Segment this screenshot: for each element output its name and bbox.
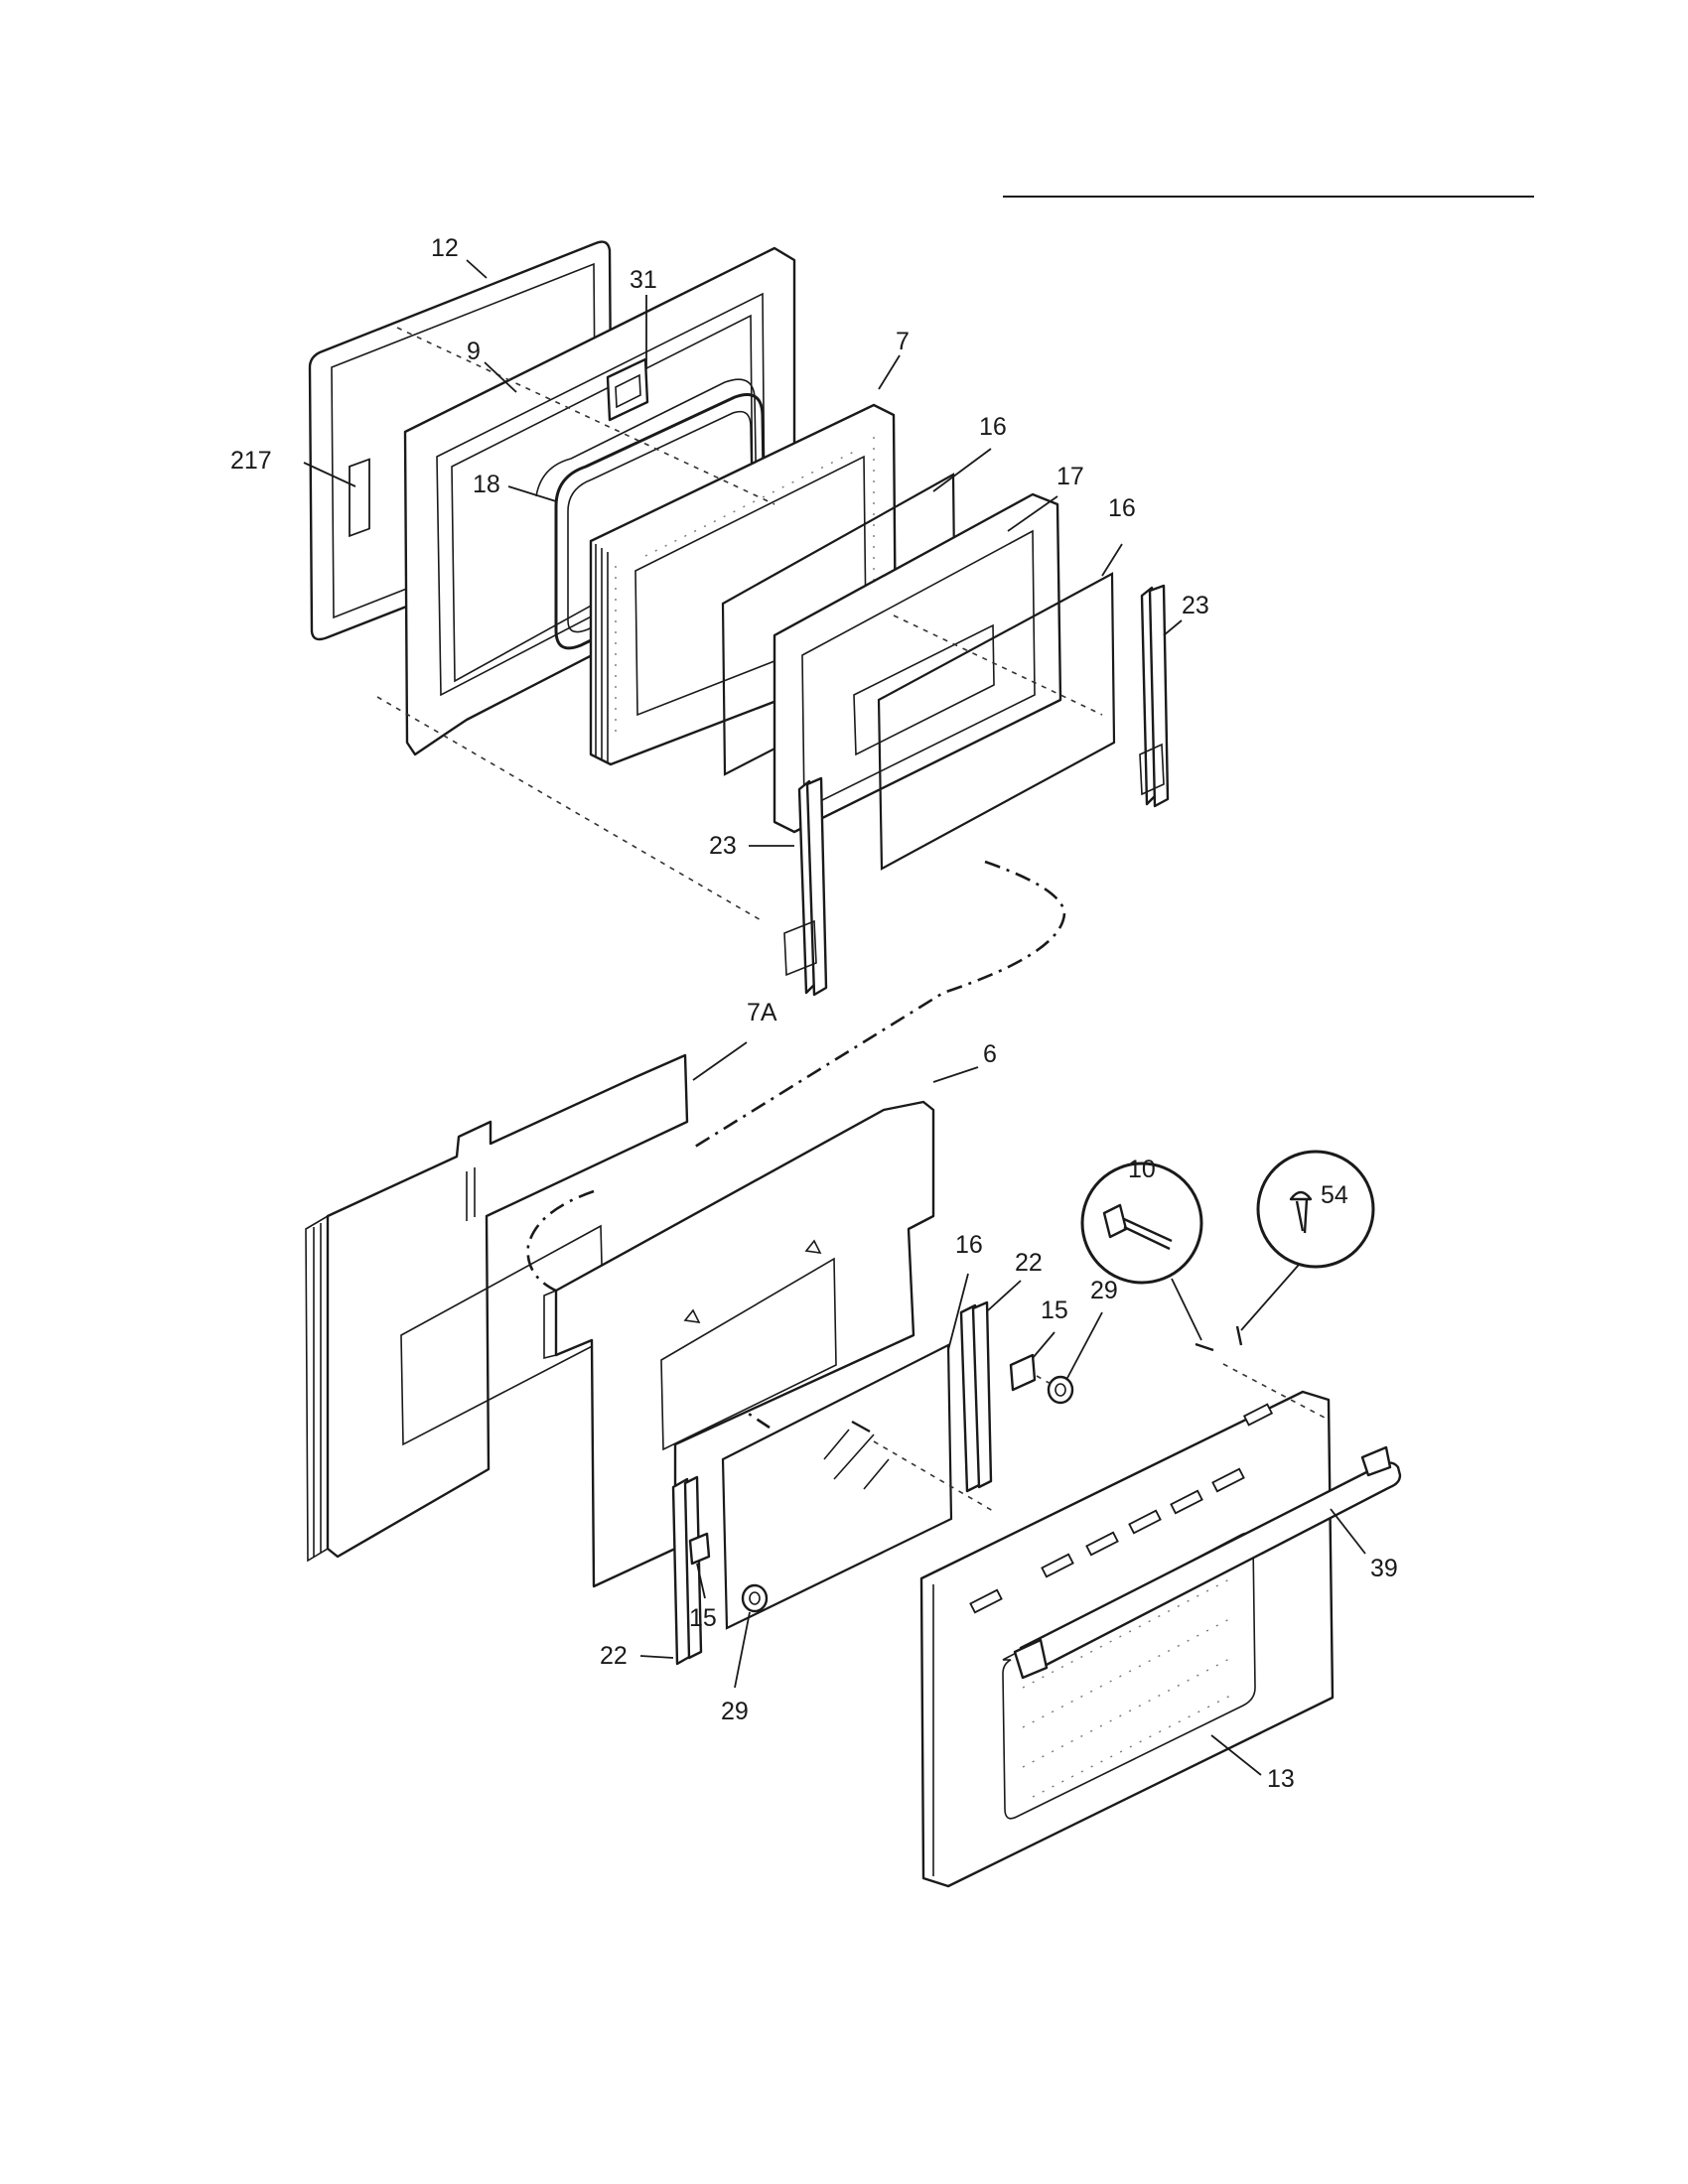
screw-lower-glass xyxy=(851,1420,871,1433)
callout-23-left: 23 xyxy=(709,832,737,860)
callout-13: 13 xyxy=(1267,1765,1295,1793)
alignment-line-upper-a xyxy=(376,696,764,922)
callout-16-top-a: 16 xyxy=(979,413,1007,441)
callout-31: 31 xyxy=(630,266,657,294)
alignment-line-upper-b xyxy=(396,327,775,505)
clip-part-15-lower xyxy=(688,1532,711,1566)
callout-16-lower: 16 xyxy=(955,1231,983,1259)
connector-line-upper-to-lower xyxy=(694,860,1066,1149)
handle-part-39 xyxy=(1013,1445,1402,1680)
window-pack-part-17 xyxy=(773,492,1062,834)
alignment-line-lower-a xyxy=(873,1440,994,1512)
callout-16-top-b: 16 xyxy=(1108,494,1136,522)
clip-part-15-upper xyxy=(1009,1353,1037,1392)
connector-line-curve xyxy=(526,1189,595,1297)
hinge-part-23-right xyxy=(1139,584,1170,808)
callout-18: 18 xyxy=(473,471,500,498)
outer-door-part-13 xyxy=(919,1390,1335,1888)
callout-29-upper: 29 xyxy=(1090,1277,1118,1304)
callout-12: 12 xyxy=(431,234,459,262)
callout-7: 7 xyxy=(896,328,910,355)
detail-circle-part-54 xyxy=(1240,1150,1375,1331)
glass-panel-part-16-lower xyxy=(721,1343,953,1630)
callout-17: 17 xyxy=(1056,463,1084,490)
bumper-part-29-lower xyxy=(741,1583,769,1613)
inner-panel-part-6 xyxy=(543,1100,935,1588)
alignment-line-lower-b xyxy=(1222,1363,1326,1419)
callout-leaders xyxy=(303,259,1366,1776)
callout-29-lower: 29 xyxy=(721,1698,749,1725)
callout-39: 39 xyxy=(1370,1555,1398,1582)
detail-circle-part-10 xyxy=(1080,1161,1203,1341)
callout-15-lower: 15 xyxy=(689,1604,717,1632)
screw-part-54-installed xyxy=(1235,1325,1243,1346)
glass-panel-part-16-top-b xyxy=(877,572,1116,871)
callout-10: 10 xyxy=(1128,1156,1156,1183)
callout-217: 217 xyxy=(230,447,272,475)
callout-23-right: 23 xyxy=(1182,592,1209,619)
callout-7A: 7A xyxy=(747,999,777,1026)
callout-54: 54 xyxy=(1321,1181,1348,1209)
callout-15-upper: 15 xyxy=(1041,1297,1068,1324)
hinge-receiver-part-22-lower xyxy=(671,1475,703,1666)
hinge-receiver-part-22-upper xyxy=(959,1300,993,1493)
alignment-line-lower-c xyxy=(1036,1375,1054,1386)
bumper-part-29-upper xyxy=(1047,1375,1074,1405)
bracket-part-31 xyxy=(606,357,649,422)
hinge-part-23-left xyxy=(783,776,828,997)
callout-22-lower: 22 xyxy=(600,1642,628,1670)
callout-6: 6 xyxy=(983,1040,997,1068)
callout-22-upper: 22 xyxy=(1015,1249,1043,1277)
screw-part-10-installed xyxy=(1195,1342,1214,1352)
callout-9: 9 xyxy=(467,338,481,365)
